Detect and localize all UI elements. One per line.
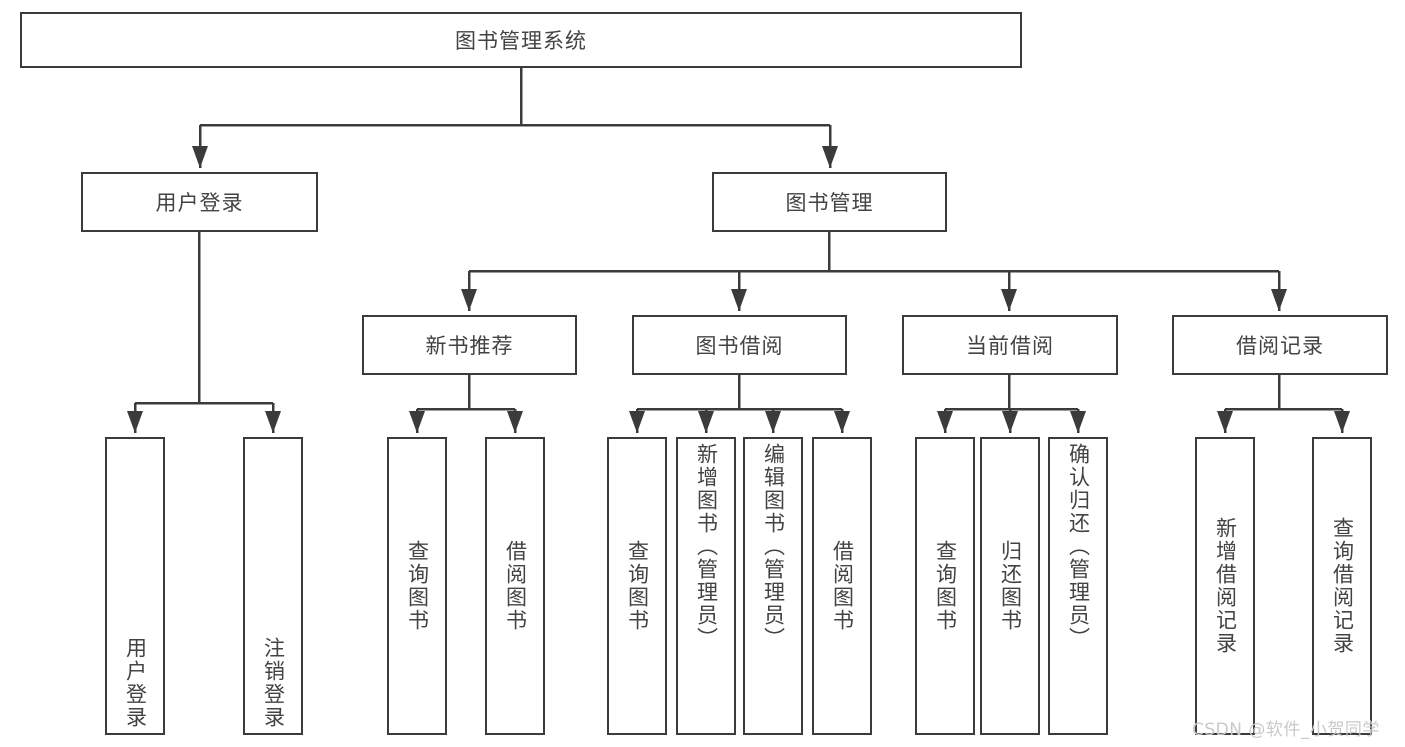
node-leaf-brw2[interactable]: 新增图书（管理员） <box>676 437 736 735</box>
connector-arrowhead <box>1334 411 1350 433</box>
connector-arrowhead <box>1217 411 1233 433</box>
connector-arrowhead <box>192 146 208 168</box>
node-leaf-rec1[interactable]: 新增借阅记录 <box>1195 437 1255 735</box>
node-label: 归还图书 <box>998 540 1023 632</box>
node-label: 用户登录 <box>123 637 148 729</box>
node-current[interactable]: 当前借阅 <box>902 315 1118 375</box>
connector-arrowhead <box>731 289 747 311</box>
connector-arrowhead <box>822 146 838 168</box>
node-label: 查询借阅记录 <box>1330 517 1355 655</box>
node-leaf-brw3[interactable]: 编辑图书（管理员） <box>743 437 803 735</box>
node-label: 用户登录 <box>155 191 244 215</box>
node-newbook[interactable]: 新书推荐 <box>362 315 577 375</box>
node-label: 当前借阅 <box>966 334 1054 358</box>
connector-arrowhead <box>127 411 143 433</box>
node-leaf-brw1[interactable]: 查询图书 <box>607 437 667 735</box>
node-root[interactable]: 图书管理系统 <box>20 12 1022 68</box>
node-label: 借阅图书 <box>830 540 855 632</box>
node-leaf-cur3[interactable]: 确认归还（管理员） <box>1048 437 1108 735</box>
connector-arrowhead <box>461 289 477 311</box>
node-leaf-cur2[interactable]: 归还图书 <box>980 437 1040 735</box>
node-bookmgmt[interactable]: 图书管理 <box>712 172 947 232</box>
connector-arrowhead <box>265 411 281 433</box>
node-records[interactable]: 借阅记录 <box>1172 315 1388 375</box>
node-label: 新增图书（管理员） <box>694 443 719 650</box>
node-leaf-login1[interactable]: 用户登录 <box>105 437 165 735</box>
connector-arrowhead <box>698 411 714 433</box>
node-label: 新书推荐 <box>425 334 514 358</box>
node-leaf-new1[interactable]: 查询图书 <box>387 437 447 735</box>
node-leaf-login2[interactable]: 注销登录 <box>243 437 303 735</box>
node-leaf-cur1[interactable]: 查询图书 <box>915 437 975 735</box>
connector-arrowhead <box>834 411 850 433</box>
node-label: 图书管理 <box>785 191 874 215</box>
node-label: 图书管理系统 <box>455 29 587 53</box>
node-label: 查询图书 <box>625 540 650 632</box>
connector-arrowhead <box>629 411 645 433</box>
node-leaf-brw4[interactable]: 借阅图书 <box>812 437 872 735</box>
node-leaf-rec2[interactable]: 查询借阅记录 <box>1312 437 1372 735</box>
node-label: 查询图书 <box>405 540 430 632</box>
connector-arrowhead <box>937 411 953 433</box>
node-label: 确认归还（管理员） <box>1066 443 1091 650</box>
node-login[interactable]: 用户登录 <box>81 172 318 232</box>
connector-arrowhead <box>507 411 523 433</box>
connector-arrowhead <box>1001 289 1017 311</box>
node-label: 注销登录 <box>261 637 286 729</box>
node-label: 图书借阅 <box>695 334 784 358</box>
connector-arrowhead <box>1070 411 1086 433</box>
node-label: 查询图书 <box>933 540 958 632</box>
node-borrow[interactable]: 图书借阅 <box>632 315 847 375</box>
node-label: 新增借阅记录 <box>1213 517 1238 655</box>
node-leaf-new2[interactable]: 借阅图书 <box>485 437 545 735</box>
node-label: 编辑图书（管理员） <box>761 443 786 650</box>
connector-arrowhead <box>1271 289 1287 311</box>
node-label: 借阅记录 <box>1236 334 1324 358</box>
connector-arrowhead <box>1002 411 1018 433</box>
connector-arrowhead <box>409 411 425 433</box>
connector-arrowhead <box>765 411 781 433</box>
node-label: 借阅图书 <box>503 540 528 632</box>
